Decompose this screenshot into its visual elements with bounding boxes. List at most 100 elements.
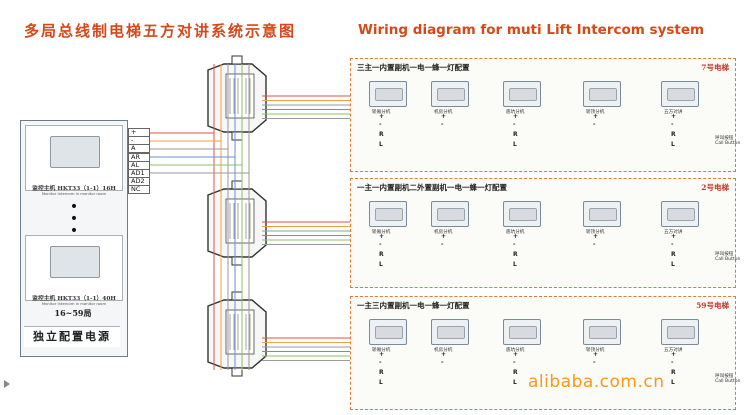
- junction-box: [207, 55, 267, 141]
- bus-terminal-label: R: [379, 251, 384, 258]
- bus-terminal-label: R: [513, 251, 518, 258]
- bus-terminal-label: -: [441, 241, 444, 248]
- device-icon: [375, 208, 403, 221]
- call-button-label: 呼叫按钮: [715, 374, 734, 379]
- bus-terminal-label: -: [379, 121, 382, 128]
- bus-terminal-label: +: [671, 233, 677, 240]
- device-label: 机房分机: [434, 230, 453, 235]
- ellipsis-dots: • • •: [69, 199, 79, 239]
- bus-terminal-label: -: [671, 241, 674, 248]
- intercom-device: 机房分机: [431, 319, 469, 353]
- bus-terminal-label: L: [379, 379, 383, 386]
- device-icon: [667, 208, 695, 221]
- bus-terminal-label: R: [671, 251, 676, 258]
- bus-terminal-label: L: [379, 261, 383, 268]
- bus-terminal-label: L: [513, 141, 517, 148]
- device-icon: [375, 88, 403, 101]
- bus-terminal-label: L: [671, 379, 675, 386]
- bus-terminal-label: R: [671, 131, 676, 138]
- intercom-device: 轿厢分机: [369, 81, 407, 115]
- bus-terminal-label: +: [441, 113, 447, 120]
- bus-terminal-label: L: [513, 261, 517, 268]
- bus-terminal-label: -: [593, 121, 596, 128]
- junction-box: [207, 291, 267, 377]
- bus-terminal-label: +: [593, 351, 599, 358]
- call-button-label-en: Call Button: [715, 141, 741, 146]
- device-label: 五方对讲: [664, 348, 683, 353]
- device-icon: [589, 208, 617, 221]
- bus-terminal-label: -: [671, 121, 674, 128]
- device-icon: [667, 88, 695, 101]
- device-label: 轿厢分机: [372, 110, 391, 115]
- bus-terminal-label: +: [671, 351, 677, 358]
- device-label: 机房分机: [434, 348, 453, 353]
- lift-panel: 一主一内置副机二外置副机一电一蜂一灯配置 2号电梯轿厢分机机房分机 底坑分机 轿顶分机…: [350, 178, 740, 288]
- bus-terminal-label: +: [671, 113, 677, 120]
- bus-terminal-label: -: [671, 359, 674, 366]
- watermark: alibaba.com.cn: [528, 372, 665, 392]
- lift-panel: 一主三内置副机一电一蜂一灯配置 59号电梯轿厢分机 机房分机 底坑分机 轿顶分机 五方对讲…: [350, 296, 740, 410]
- bus-terminal-label: L: [671, 261, 675, 268]
- monitor-host-top-name: 监控主机 HKT33（1-1）16H: [32, 186, 116, 192]
- bus-terminal-label: +: [441, 351, 447, 358]
- diagram-title-en: Wiring diagram for muti Lift Intercom sy…: [358, 22, 705, 38]
- bus-terminal-label: -: [379, 359, 382, 366]
- panel-title: 一主一内置副机二外置副机一电一蜂一灯配置: [357, 183, 507, 192]
- lift-number: 2号电梯: [701, 183, 729, 192]
- call-button-label-en: Call Button: [715, 257, 741, 262]
- intercom-device: 轿厢分机: [369, 319, 407, 353]
- device-icon: [509, 208, 537, 221]
- bus-terminal-label: +: [513, 351, 519, 358]
- device-icon: [437, 326, 465, 339]
- device-label: 五方对讲: [664, 110, 683, 115]
- bus-terminal-label: R: [513, 131, 518, 138]
- lift-number: 59号电梯: [696, 301, 729, 310]
- device-icon: [509, 326, 537, 339]
- intercom-device: 轿顶分机: [583, 201, 621, 235]
- intercom-device: 机房分机: [431, 81, 469, 115]
- monitor-host-bottom-name: 监控主机 HKT33（1-1）40H: [32, 296, 116, 302]
- bus-terminal-label: -: [513, 121, 516, 128]
- intercom-device: 轿厢分机: [369, 201, 407, 235]
- bus-terminal-label: +: [593, 233, 599, 240]
- device-label: 底坑分机: [506, 348, 525, 353]
- bus-terminal-label: -: [513, 241, 516, 248]
- device-label: 轿厢分机: [372, 348, 391, 353]
- call-button-label: 呼叫按钮: [715, 252, 734, 257]
- monitor-host-top-sub: Monitor Intercom in monitor room: [41, 191, 107, 196]
- device-label: 底坑分机: [506, 110, 525, 115]
- bus-terminal-label: +: [441, 233, 447, 240]
- corner-marker-icon: [4, 380, 10, 388]
- junction-box: [207, 180, 267, 266]
- panel-title: 三主一内置副机一电一蜂一灯配置: [357, 63, 470, 72]
- bus-terminal-label: +: [593, 113, 599, 120]
- intercom-device: 底坑分机: [503, 319, 541, 353]
- intercom-device: 五方对讲: [661, 81, 699, 115]
- bus-terminal-label: R: [379, 131, 384, 138]
- bus-terminal-label: R: [671, 369, 676, 376]
- bus-terminal-label: +: [513, 233, 519, 240]
- intercom-device: 五方对讲: [661, 319, 699, 353]
- device-label: 五方对讲: [664, 230, 683, 235]
- host-range-label: 16~59局: [54, 308, 92, 318]
- intercom-device: 轿顶分机: [583, 319, 621, 353]
- device-label: 轿顶分机: [586, 230, 605, 235]
- bus-terminal-label: -: [513, 359, 516, 366]
- bus-terminal-label: +: [379, 233, 385, 240]
- panel-title: 一主三内置副机一电一蜂一灯配置: [357, 301, 470, 310]
- device-label: 底坑分机: [506, 230, 525, 235]
- bus-terminal-label: -: [441, 359, 444, 366]
- intercom-device: 五方对讲: [661, 201, 699, 235]
- intercom-device: 轿顶分机: [583, 81, 621, 115]
- device-label: 轿顶分机: [586, 110, 605, 115]
- monitor-screen-icon: [50, 136, 100, 168]
- intercom-device: 底坑分机: [503, 201, 541, 235]
- intercom-device: 底坑分机: [503, 81, 541, 115]
- diagram-title-cn: 多局总线制电梯五方对讲系统示意图: [24, 22, 297, 40]
- device-label: 机房分机: [434, 110, 453, 115]
- bus-terminal-label: +: [513, 113, 519, 120]
- intercom-device: 机房分机: [431, 201, 469, 235]
- monitor-host-top: [25, 125, 123, 191]
- device-label: 轿顶分机: [586, 348, 605, 353]
